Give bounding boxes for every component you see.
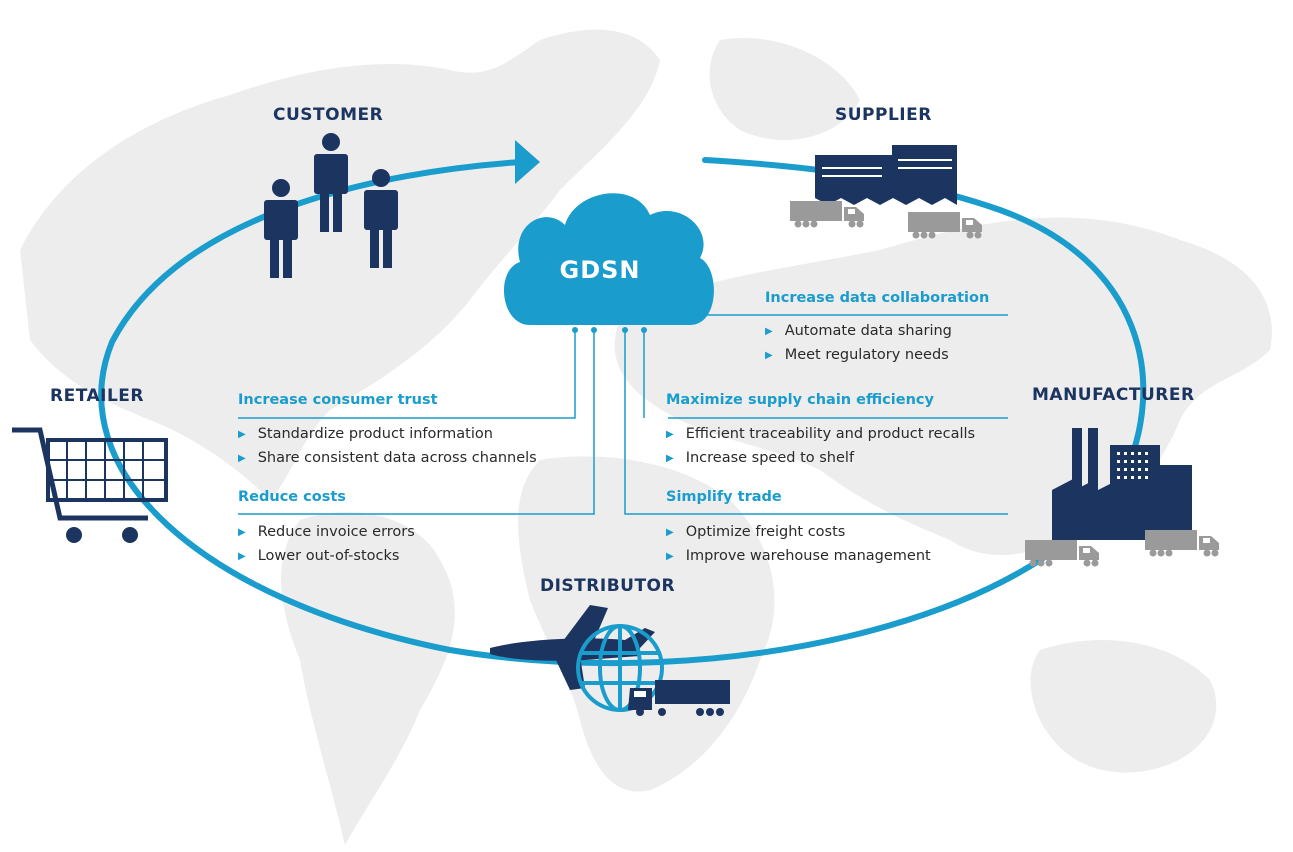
- benefit-item: Standardize product information: [238, 422, 537, 446]
- flow-arrowhead: [515, 140, 540, 184]
- gdsn-hub-label: GDSN: [559, 256, 641, 284]
- benefit-item: Meet regulatory needs: [765, 343, 952, 367]
- benefit-item: Reduce invoice errors: [238, 520, 415, 544]
- truck-icon: [1145, 530, 1219, 557]
- benefit-item: Improve warehouse management: [666, 544, 931, 568]
- benefit-title-reduce-costs: Reduce costs: [238, 489, 346, 505]
- benefit-item: Automate data sharing: [765, 319, 952, 343]
- benefit-item: Efficient traceability and product recal…: [666, 422, 975, 446]
- benefit-title-supply-chain: Maximize supply chain efficiency: [666, 392, 934, 408]
- benefit-title-simplify-trade: Simplify trade: [666, 489, 782, 505]
- world-map-background: [20, 29, 1272, 845]
- node-label-manufacturer: MANUFACTURER: [1032, 385, 1195, 405]
- delivery-truck-icon: [628, 680, 730, 716]
- benefit-title-consumer-trust: Increase consumer trust: [238, 392, 438, 408]
- benefit-title-data-collaboration: Increase data collaboration: [765, 290, 990, 306]
- shopping-cart-icon: [12, 427, 168, 543]
- benefit-item: Lower out-of-stocks: [238, 544, 415, 568]
- benefit-item: Increase speed to shelf: [666, 446, 975, 470]
- cloud-icon: [503, 193, 714, 325]
- benefit-list-reduce-costs: Reduce invoice errors Lower out-of-stock…: [238, 520, 415, 568]
- warehouse-icon: [815, 145, 957, 205]
- node-label-retailer: RETAILER: [50, 386, 144, 406]
- benefit-list-data-collaboration: Automate data sharing Meet regulatory ne…: [765, 319, 952, 367]
- factory-icon: [1052, 428, 1192, 540]
- benefit-item: Optimize freight costs: [666, 520, 931, 544]
- flow-ring: [98, 157, 1147, 666]
- benefit-list-consumer-trust: Standardize product information Share co…: [238, 422, 537, 470]
- truck-icon: [790, 201, 864, 228]
- benefit-list-simplify-trade: Optimize freight costs Improve warehouse…: [666, 520, 931, 568]
- globe-icon: [576, 624, 664, 712]
- benefit-list-supply-chain: Efficient traceability and product recal…: [666, 422, 975, 470]
- connector-dots: [572, 327, 647, 333]
- node-label-distributor: DISTRIBUTOR: [540, 576, 676, 596]
- node-label-supplier: SUPPLIER: [835, 105, 932, 125]
- truck-icon: [1025, 540, 1099, 567]
- node-label-customer: CUSTOMER: [273, 105, 384, 125]
- benefit-item: Share consistent data across channels: [238, 446, 537, 470]
- connector-lines: [238, 314, 1008, 515]
